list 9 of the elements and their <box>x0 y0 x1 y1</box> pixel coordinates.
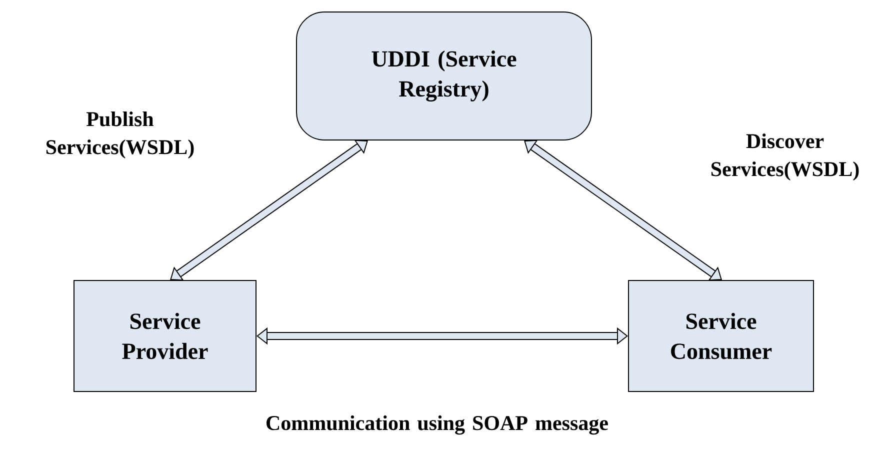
double-arrow <box>256 327 628 345</box>
double-arrow <box>170 140 368 281</box>
registry-box: UDDI (Service Registry) <box>296 12 592 140</box>
double-arrow <box>524 140 722 281</box>
edge-label: Communication using SOAP message <box>266 415 608 435</box>
edge-label: Discover Services(WSDL) <box>711 133 859 181</box>
process-box: Service Consumer <box>628 280 814 392</box>
process-box: Service Provider <box>74 280 256 392</box>
edge-label: Publish Services(WSDL) <box>46 111 194 159</box>
